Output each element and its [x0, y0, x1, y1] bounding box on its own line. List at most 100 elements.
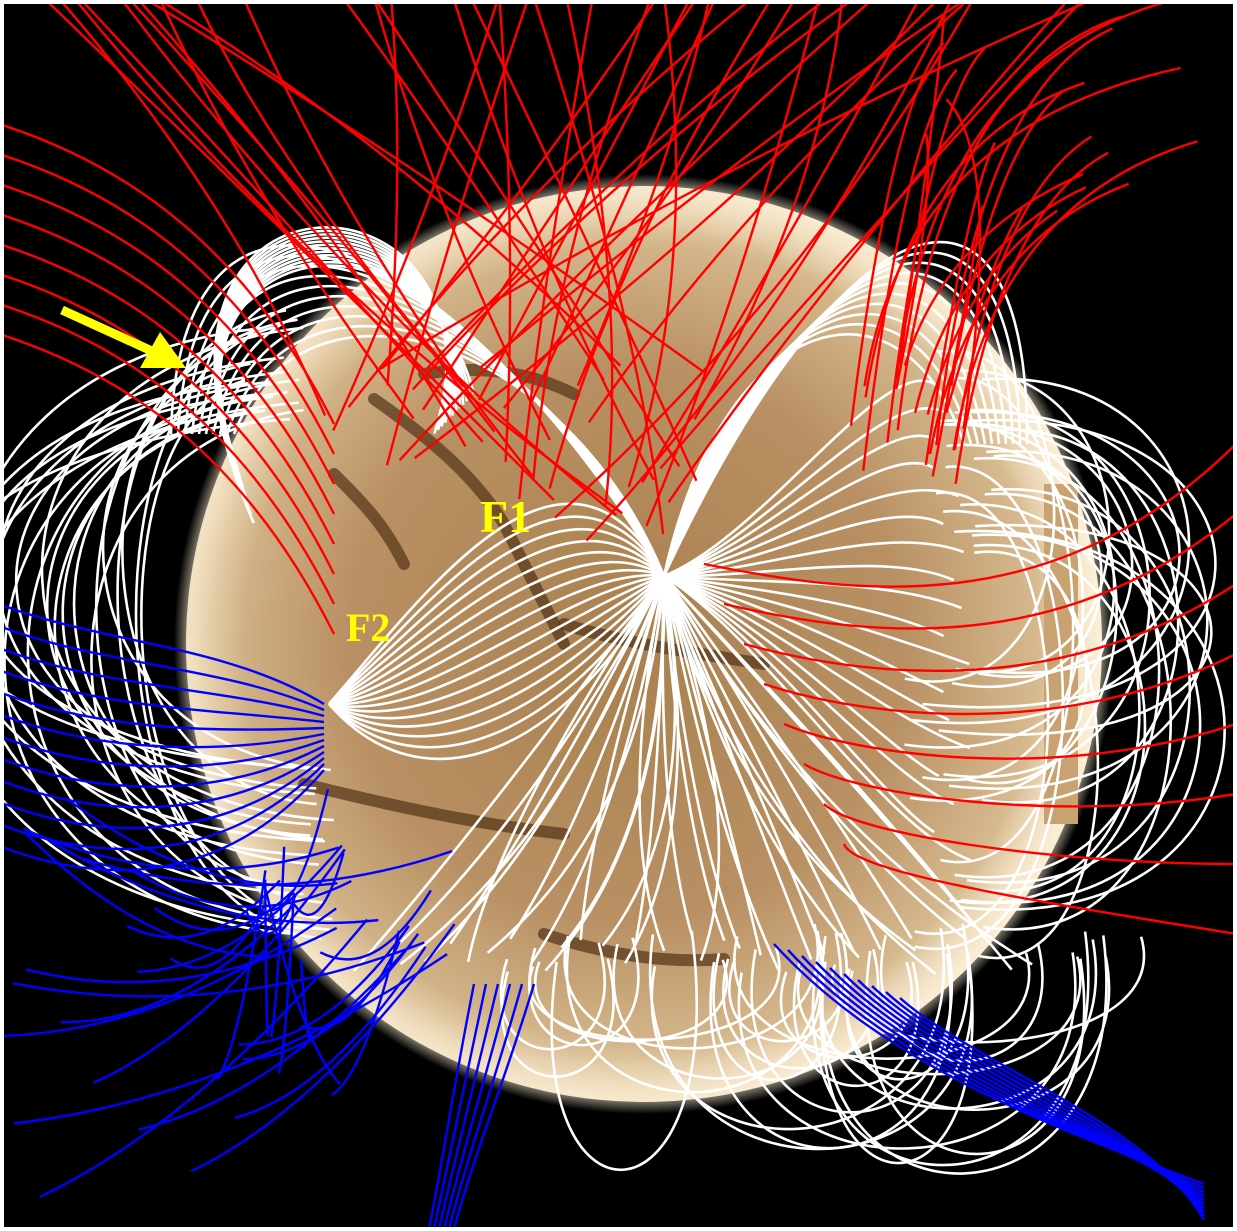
open-field-line: [123, 4, 618, 517]
closed-field-line: [821, 935, 1108, 1175]
closed-field-line: [377, 575, 666, 965]
open-field-line: [566, 4, 614, 506]
label-f1: F1: [480, 491, 531, 542]
open-field-line: [4, 604, 325, 706]
closed-field-line: [550, 930, 698, 1172]
closed-field-line: [865, 950, 1086, 1156]
open-field-line: [895, 4, 1164, 380]
closed-field-line: [328, 502, 666, 705]
closed-field-line: [72, 394, 324, 841]
open-field-line: [842, 843, 1233, 935]
open-field-line: [425, 4, 822, 370]
closed-field-line: [663, 515, 944, 578]
closed-field-line: [663, 574, 935, 834]
open-field-line: [743, 584, 1233, 673]
closed-field-line: [4, 327, 304, 896]
closed-field-line: [612, 943, 823, 1080]
closed-field-line: [90, 408, 333, 921]
closed-field-line: [922, 418, 1217, 709]
open-field-line: [132, 4, 496, 433]
open-field-lines-blue: [4, 604, 1206, 1227]
open-field-line: [931, 205, 984, 477]
open-field-line: [374, 4, 551, 441]
open-field-line: [4, 214, 336, 515]
label-f2: F2: [346, 605, 390, 650]
open-field-line: [83, 4, 484, 443]
open-field-line: [138, 942, 413, 1131]
closed-field-line: [328, 574, 665, 706]
closed-field-line: [948, 449, 1209, 790]
closed-field-line: [579, 575, 666, 941]
closed-field-line: [663, 574, 970, 666]
closed-field-line: [499, 942, 606, 1051]
closed-field-line: [4, 392, 316, 770]
dark-filament: [328, 468, 410, 570]
open-field-line: [133, 870, 352, 908]
open-field-line: [234, 946, 427, 1120]
open-field-line: [4, 304, 336, 605]
open-field-line: [163, 4, 622, 367]
open-field-line: [263, 884, 341, 1085]
open-field-line: [693, 4, 843, 420]
open-field-line: [300, 941, 401, 1030]
open-field-line: [151, 4, 703, 372]
open-field-line: [238, 925, 410, 1046]
open-field-line: [39, 918, 369, 1198]
open-field-line: [245, 4, 534, 477]
closed-field-line: [528, 947, 781, 1041]
closed-field-line: [663, 488, 960, 578]
open-field-line: [823, 803, 1233, 866]
closed-field-line: [938, 523, 1213, 736]
open-field-line: [472, 4, 698, 482]
open-field-line: [659, 4, 1081, 470]
open-field-line: [886, 47, 986, 443]
closed-field-line: [328, 574, 665, 708]
closed-field-line: [4, 356, 315, 796]
dark-filament: [298, 778, 570, 840]
open-field-line: [903, 173, 1084, 366]
closed-field-line: [661, 575, 694, 937]
open-field-line: [899, 997, 1206, 1221]
open-field-line: [913, 186, 1087, 414]
closed-field-line: [328, 575, 666, 738]
closed-field-line: [663, 434, 938, 578]
open-field-line: [4, 769, 325, 872]
open-field-line: [217, 870, 267, 1080]
closed-field-line: [662, 575, 780, 971]
closed-field-line: [4, 381, 325, 843]
open-field-line: [498, 4, 512, 462]
closed-field-line: [40, 326, 334, 822]
open-field-line: [532, 4, 650, 479]
closed-field-line: [328, 551, 665, 706]
closed-field-line: [662, 292, 994, 577]
closed-field-line: [328, 575, 665, 720]
open-field-lines-red: [4, 4, 1233, 935]
closed-field-line: [960, 533, 1202, 904]
closed-field-line: [662, 333, 966, 577]
closed-field-line: [811, 931, 1090, 1167]
closed-field-line: [328, 527, 666, 705]
closed-field-line: [500, 958, 615, 1078]
closed-field-line: [965, 550, 1088, 785]
closed-field-line: [912, 377, 1191, 725]
open-field-line: [4, 244, 336, 545]
open-field-line: [763, 654, 1233, 716]
open-field-line: [723, 514, 1233, 630]
open-field-line: [60, 902, 296, 1024]
closed-field-line: [662, 575, 937, 975]
open-field-line: [169, 905, 266, 969]
closed-field-line: [662, 575, 826, 955]
open-field-line: [13, 953, 448, 1125]
closed-field-line: [663, 541, 965, 578]
open-field-line: [4, 692, 325, 731]
closed-field-line: [946, 443, 1103, 688]
open-field-line: [443, 983, 512, 1227]
open-field-line: [863, 66, 1181, 387]
open-field-line: [428, 983, 476, 1227]
closed-field-line: [328, 574, 665, 713]
open-field-line: [4, 184, 336, 485]
closed-field-line: [509, 575, 666, 940]
open-field-line: [346, 4, 605, 381]
open-field-line: [641, 4, 918, 484]
